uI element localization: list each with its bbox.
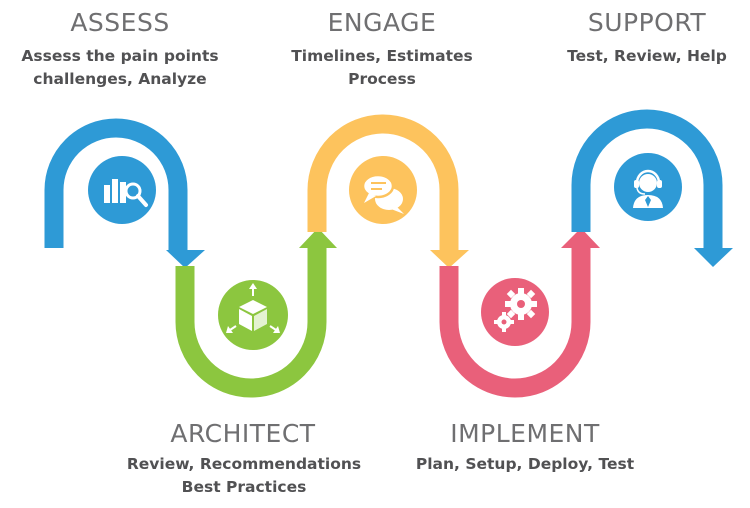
chat-bubbles-icon: [349, 156, 417, 224]
gears-icon: [481, 278, 549, 346]
implement-path: [439, 228, 600, 398]
assess-title: ASSESS: [70, 8, 170, 37]
architect-desc-line2: Best Practices: [181, 478, 307, 496]
support-desc-line1: Test, Review, Help: [567, 47, 727, 65]
assess-desc-line2: challenges, Analyze: [33, 70, 207, 88]
chart-magnifier-icon: [88, 156, 156, 224]
engage-title: ENGAGE: [327, 8, 437, 37]
headset-agent-icon: [614, 153, 682, 221]
assess-path: [44, 118, 205, 268]
engage-desc-line2: Process: [348, 70, 416, 88]
architect-desc-line1: Review, Recommendations: [126, 455, 362, 473]
architect-arrowhead: [299, 228, 337, 248]
support-path: [571, 109, 733, 267]
assess-description: Assess the pain points challenges, Analy…: [0, 45, 240, 91]
assess-arrowhead: [166, 250, 205, 268]
engage-desc-line1: Timelines, Estimates: [291, 47, 473, 65]
implement-title: IMPLEMENT: [450, 419, 600, 448]
support-arrowhead: [694, 248, 733, 267]
cube-arrows-icon: [218, 280, 288, 350]
support-title: SUPPORT: [587, 8, 707, 37]
implement-arrowhead: [561, 228, 600, 248]
architect-title: ARCHITECT: [170, 419, 316, 448]
implement-desc-line1: Plan, Setup, Deploy, Test: [415, 455, 635, 473]
engage-path: [307, 114, 469, 268]
assess-desc-line1: Assess the pain points: [21, 47, 219, 65]
architect-path: [175, 228, 337, 398]
support-description: Test, Review, Help: [537, 45, 750, 68]
implement-description: Plan, Setup, Deploy, Test: [395, 453, 655, 476]
architect-description: Review, Recommendations Best Practices: [104, 453, 384, 499]
engage-description: Timelines, Estimates Process: [262, 45, 502, 91]
engage-arrowhead: [430, 250, 469, 268]
